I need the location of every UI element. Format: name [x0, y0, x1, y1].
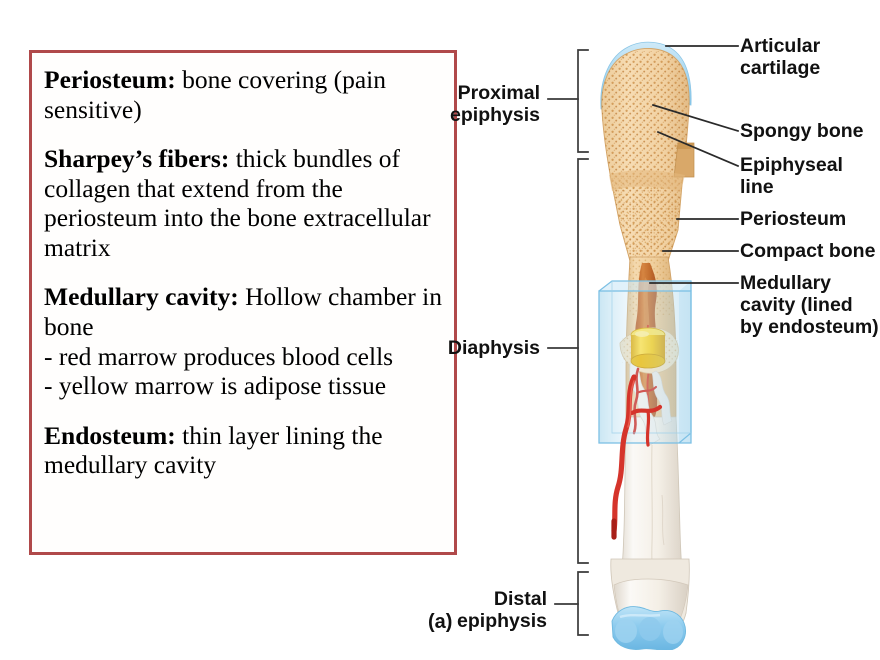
note-periosteum-term: Periosteum: [44, 65, 176, 94]
note-sharpeys-fibers-term: Sharpey’s fibers: [44, 144, 230, 174]
label-distal-epiphysis: Distal epiphysis [457, 588, 547, 633]
label-compact-bone: Compact bone [740, 240, 876, 262]
note-endosteum: Endosteum: thin layer lining the medulla… [44, 421, 446, 480]
articular-cartilage-distal [611, 606, 686, 650]
femur-longitudinal-section [598, 41, 695, 650]
label-medullary-cavity: Medullary cavity (lined by endosteum) [740, 272, 879, 339]
cutaway-notch-shadow [676, 143, 694, 149]
note-endosteum-term: Endosteum: [44, 420, 176, 450]
note-sharpeys-fibers-definition: thick bundles of collagen that extend fr… [44, 144, 431, 262]
bone-anatomy-figure: Proximal epiphysis Diaphysis Distal epip… [420, 0, 880, 660]
label-diaphysis: Diaphysis [447, 337, 540, 359]
medullary-cavity-inset-box [598, 280, 692, 446]
shaft-surface-line-2 [661, 494, 665, 546]
epiphyseal-line [609, 170, 685, 192]
note-endosteum-definition: thin layer lining the medullary cavity [44, 420, 383, 480]
note-medullary-cavity: Medullary cavity: Hollow chamber in bone [44, 282, 446, 341]
bracket-proximal-epiphysis [577, 49, 589, 153]
nutrient-blood-vessel [611, 374, 663, 540]
bracket-diaphysis [577, 158, 589, 564]
note-periosteum: Periosteum: bone covering (pain sensitiv… [44, 65, 446, 124]
notes-panel: Periosteum: bone covering (pain sensitiv… [29, 50, 457, 555]
label-periosteum: Periosteum [740, 208, 847, 230]
notes-panel-text: Periosteum: bone covering (pain sensitiv… [44, 65, 446, 480]
figure-part-marker: (a) [428, 611, 453, 633]
note-bullet-yellow-marrow: - yellow marrow is adipose tissue [44, 371, 387, 401]
label-spongy-bone: Spongy bone [740, 120, 864, 142]
bracket-distal-epiphysis [577, 571, 589, 636]
note-bullet-red-marrow: - red marrow produces blood cells [44, 341, 394, 371]
label-proximal-epiphysis: Proximal epiphysis [450, 82, 540, 127]
label-epiphyseal-line: Epiphyseal line [740, 154, 843, 199]
note-periosteum-definition: bone covering (pain sensitive) [44, 65, 387, 124]
note-medullary-cavity-term: Medullary cavity: [44, 282, 239, 312]
note-medullary-cavity-definition: Hollow chamber in bone [44, 282, 442, 342]
label-articular-cartilage: Articular cartilage [740, 35, 821, 80]
note-sharpeys-fibers: Sharpey’s fibers: thick bundles of colla… [44, 144, 446, 262]
